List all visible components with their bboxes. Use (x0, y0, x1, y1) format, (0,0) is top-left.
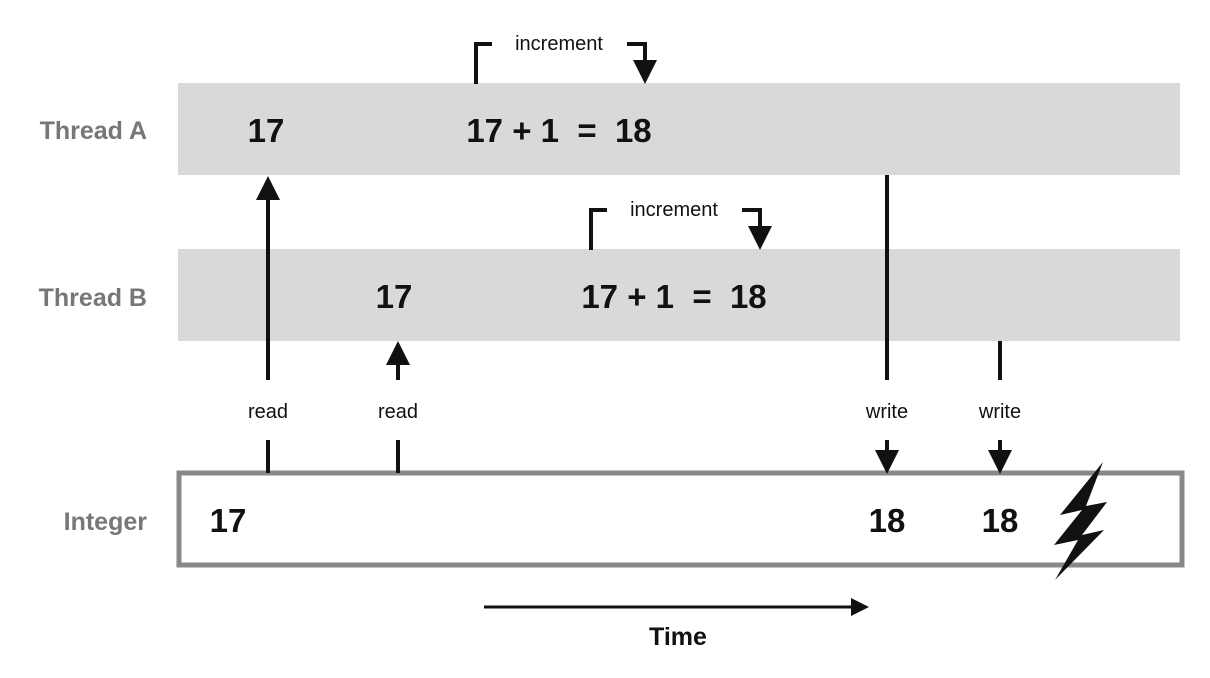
increment-b-bracket (589, 208, 760, 250)
increment-a-bracket (474, 42, 645, 84)
write-a-label: write (865, 401, 908, 423)
integer-initial-value: 17 (210, 502, 247, 539)
thread-a-band (178, 83, 1180, 175)
increment-b-label: increment (630, 199, 718, 221)
read-b-label: read (378, 401, 418, 423)
thread-a-equation: 17 + 1 = 18 (466, 112, 651, 149)
thread-b-equation: 17 + 1 = 18 (581, 278, 766, 315)
increment-a-label: increment (515, 33, 603, 55)
thread-a-label: Thread A (40, 117, 147, 145)
integer-label: Integer (64, 508, 148, 536)
integer-value-after-write-a: 18 (869, 502, 906, 539)
thread-a-read-value: 17 (248, 112, 285, 149)
write-b-label: write (978, 401, 1021, 423)
time-label: Time (649, 623, 707, 651)
integer-box (176, 470, 1185, 568)
read-a-label: read (248, 401, 288, 423)
thread-b-band (178, 249, 1180, 341)
thread-b-label: Thread B (39, 284, 147, 312)
thread-b-read-value: 17 (376, 278, 413, 315)
integer-value-after-write-b: 18 (982, 502, 1019, 539)
lightning-bolt-icon (1054, 462, 1107, 580)
